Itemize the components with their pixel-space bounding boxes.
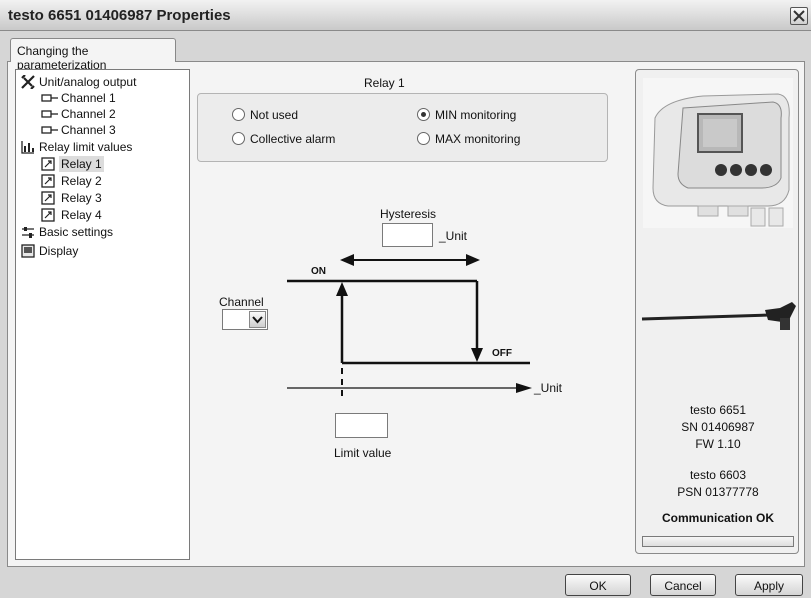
radio-label: MAX monitoring [435,132,521,146]
radio-label: Collective alarm [250,132,336,146]
display-icon [21,244,35,258]
tab-changing-parameterization[interactable]: Changing the parameterization [10,38,176,72]
probe-image [641,302,796,330]
mode-group: Not used Collective alarm MIN monitoring… [197,93,608,162]
tree-item-display[interactable]: Display [21,243,181,259]
radio-circle [232,108,245,121]
hysteresis-arrow [340,254,480,266]
radio-circle-selected [417,108,430,121]
plug-icon [41,126,58,134]
channel-label: Channel [219,295,264,309]
communication-status: Communication OK [661,511,774,525]
up-arrow-icon [336,282,348,296]
radio-label: Not used [250,108,299,122]
tree-item-relay-3[interactable]: Relay 3 [41,190,181,206]
tree-item-relay-1[interactable]: Relay 1 [41,156,181,172]
radio-not-used[interactable]: Not used [232,107,352,123]
off-label: OFF [492,348,512,359]
tree-label: Channel 3 [61,123,116,137]
radio-collective-alarm[interactable]: Collective alarm [232,131,372,147]
window-title: testo 6651 01406987 Properties [8,7,231,24]
hysteresis-unit-label: _Unit [439,229,468,243]
tree-item-channel-3[interactable]: Channel 3 [41,122,181,138]
hysteresis-label: Hysteresis [380,207,437,221]
relay-title: Relay 1 [364,76,405,90]
settings-icon [22,227,34,238]
device-name: testo 6651 [689,403,747,417]
tree-label: Display [39,244,79,258]
radio-circle [417,132,430,145]
device-serial: SN 01406987 [681,420,755,434]
device-firmware: FW 1.10 [695,437,741,451]
tree-label: Basic settings [39,225,114,239]
radio-min-monitoring[interactable]: MIN monitoring [417,107,557,123]
tree-label: Relay 1 [59,156,104,172]
tree-item-channel-2[interactable]: Channel 2 [41,106,181,122]
limit-value-input[interactable] [335,413,388,438]
probe-name: testo 6603 [689,468,747,482]
device-info-panel: testo 6651 SN 01406987 FW 1.10 testo 660… [635,69,799,554]
hysteresis-diagram: ON OFF [287,254,532,398]
chevron-down-icon [252,316,263,324]
title-bar: testo 6651 01406987 Properties [0,0,811,31]
probe-serial: PSN 01377778 [677,485,759,499]
tree-item-relay-4[interactable]: Relay 4 [41,207,181,223]
device-image [643,78,793,228]
tools-icon [21,75,35,89]
tree-item-relay-2[interactable]: Relay 2 [41,173,181,189]
chart-icon [21,141,34,154]
tree-label: Relay 2 [61,174,102,188]
tree-label: Relay 4 [61,208,102,222]
channel-select[interactable] [222,309,268,330]
navigation-tree: Unit/analog output Channel 1 Channel 2 C… [15,69,190,560]
axis-arrow-icon [516,383,532,393]
radio-circle [232,132,245,145]
relay-icon [41,174,55,188]
relay-icon [41,191,55,205]
radio-max-monitoring[interactable]: MAX monitoring [417,131,557,147]
progress-bar [642,536,794,547]
close-button[interactable] [790,7,808,25]
tree-item-unit-analog-output[interactable]: Unit/analog output [21,74,181,90]
down-arrow-icon [471,348,483,362]
dropdown-button[interactable] [249,311,266,328]
tree-label: Relay 3 [61,191,102,205]
tree-item-channel-1[interactable]: Channel 1 [41,90,181,106]
on-label: ON [311,266,326,277]
limit-value-label: Limit value [334,446,392,460]
hysteresis-input[interactable] [382,223,433,247]
cancel-button[interactable]: Cancel [650,574,716,596]
tree-label: Channel 2 [61,107,116,121]
radio-label: MIN monitoring [435,108,517,122]
tree-item-relay-limit-values[interactable]: Relay limit values [21,139,181,155]
tree-label: Relay limit values [39,140,133,154]
plug-icon [41,110,58,118]
plug-icon [41,94,58,102]
tree-label: Channel 1 [61,91,116,105]
relay-icon [41,157,55,171]
relay-icon [41,208,55,222]
apply-button[interactable]: Apply [735,574,803,596]
tree-item-basic-settings[interactable]: Basic settings [21,224,181,240]
close-icon [793,10,805,22]
ok-button[interactable]: OK [565,574,631,596]
axis-unit-label: _Unit [534,381,563,395]
tree-label: Unit/analog output [39,75,137,89]
